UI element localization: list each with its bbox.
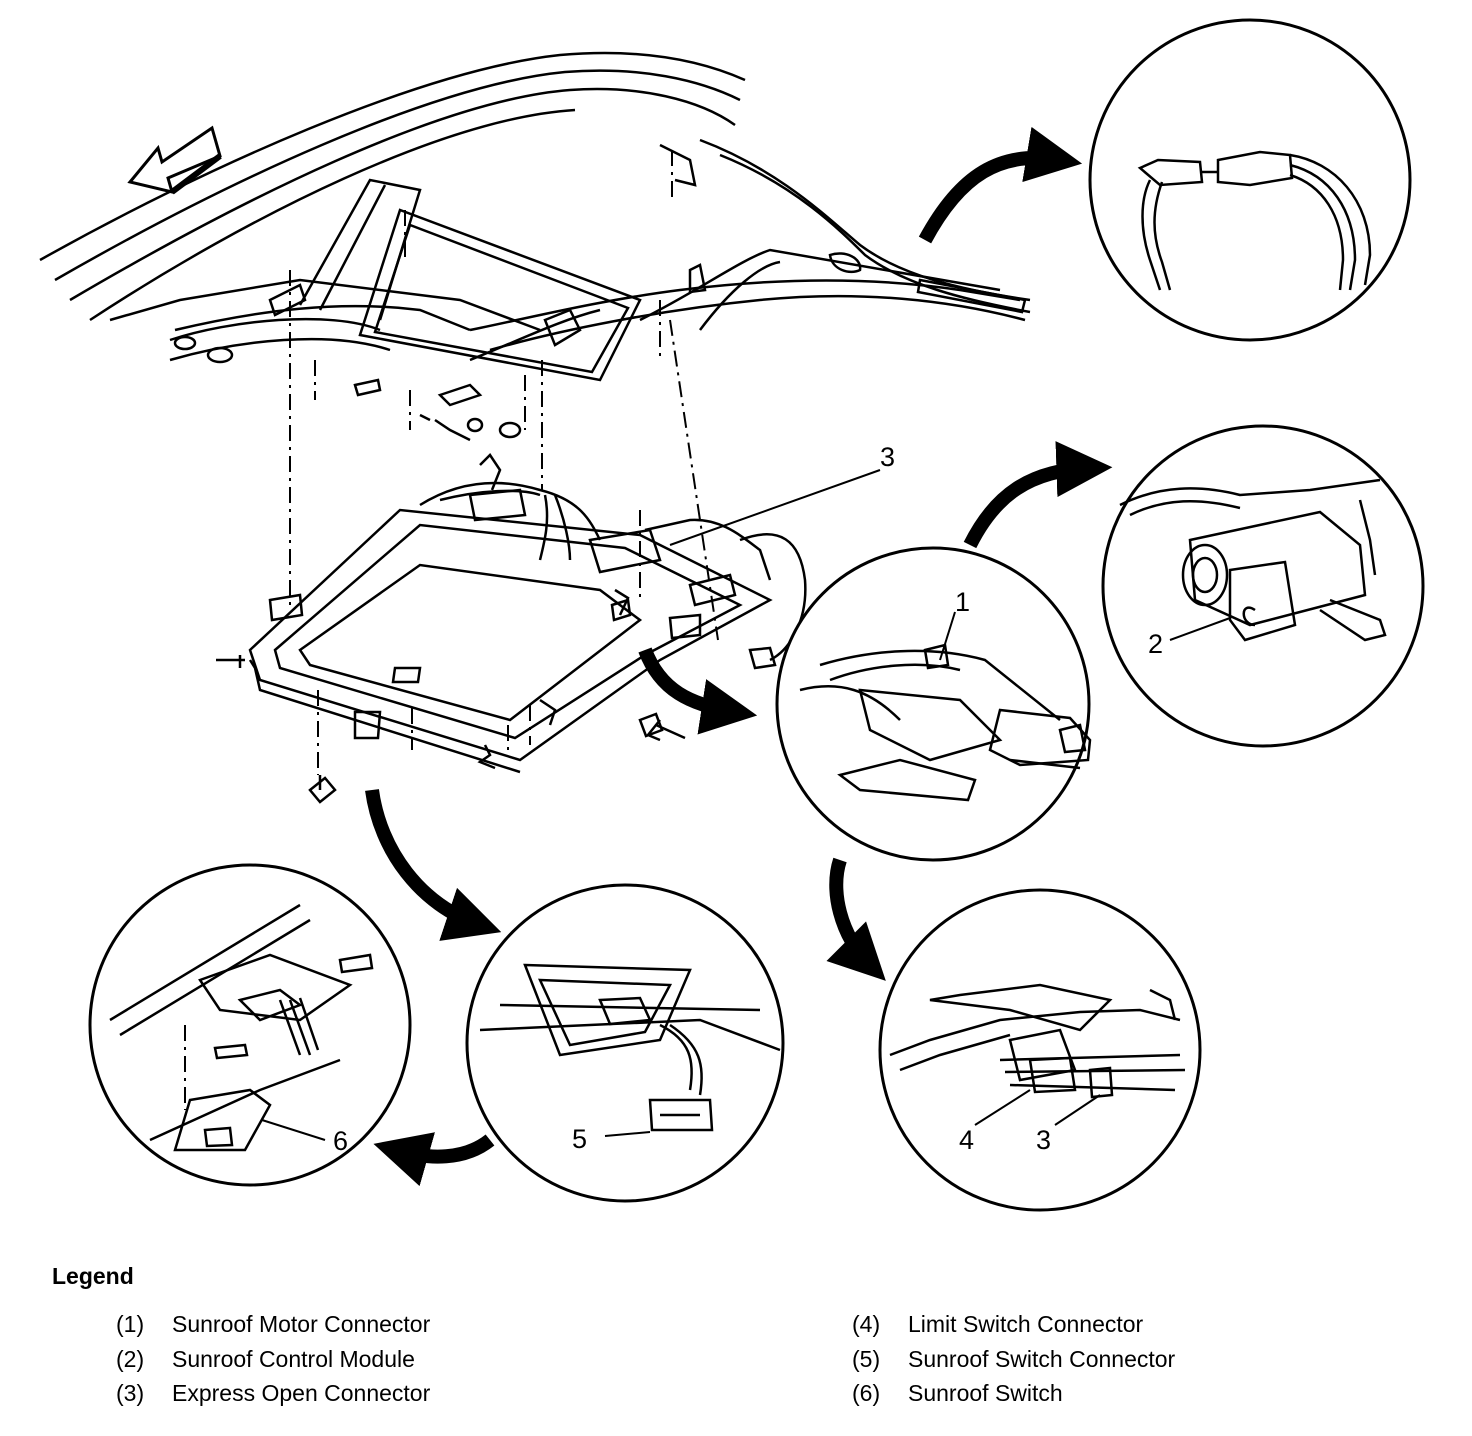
leader-lines [261,469,1231,1141]
sunroof-frame-module [216,453,807,774]
arrow-to-limit-switch-detail [826,857,886,981]
legend-item-label: Sunroof Motor Connector [172,1311,431,1337]
callout-6: 6 [333,1126,348,1156]
callout-2: 2 [1148,629,1163,659]
detail-circle-control-module [1101,424,1425,748]
legend-column-left: (1) Sunroof Motor Connector (2) Sunroof Co… [116,1311,430,1415]
legend-item-number: (3) [116,1380,145,1406]
detail-circle-sunroof-switch [88,863,412,1187]
sunroof-switch-detail [109,903,374,1152]
callout-3-main: 3 [880,442,895,472]
legend: Legend (1) Sunroof Motor Connector (2) Sun… [0,1255,1472,1436]
motor-connector-detail [799,643,1092,802]
fasteners [308,598,686,804]
control-module-detail [1119,478,1387,642]
callout-1: 1 [955,587,970,617]
callout-3-detail: 3 [1036,1125,1051,1155]
callout-4: 4 [959,1125,974,1155]
arrow-to-control-module-detail [963,441,1113,549]
limit-switch-detail [889,983,1186,1099]
detail-circle-connector-top [1088,18,1412,342]
legend-item-number: (4) [852,1311,881,1337]
detail-circle-limit-switch [878,888,1202,1212]
arrow-to-switch-connector-detail [365,788,502,941]
detail-circle-motor-connector [775,546,1091,862]
detail-circles [88,18,1425,1212]
detail-circle-switch-connector [465,883,785,1203]
arrow-to-motor-connector-detail [638,647,758,735]
curved-pointer-arrows [365,126,1113,1187]
legend-title: Legend [52,1263,134,1289]
arrow-to-sunroof-switch-detail [373,1132,495,1187]
legend-item-label: Express Open Connector [172,1380,431,1406]
legend-item-number: (6) [852,1380,881,1406]
legend-item: (5) Sunroof Switch Connector [852,1346,1175,1381]
legend-item-number: (1) [116,1311,145,1337]
callout-5: 5 [572,1124,587,1154]
legend-item-label: Sunroof Control Module [172,1345,415,1372]
legend-item: (4) Limit Switch Connector [852,1311,1175,1346]
legend-item: (3) Express Open Connector [116,1380,430,1415]
legend-item: (2) Sunroof Control Module [116,1346,430,1381]
front-direction-arrow-icon [127,125,222,195]
legend-item-number: (2) [116,1345,145,1372]
sunroof-wiring-diagram: 3 1 2 4 3 5 6 [39,18,1425,1212]
switch-connector-detail [479,963,781,1132]
arrow-to-connector-detail [918,126,1083,244]
legend-item: (6) Sunroof Switch [852,1380,1175,1415]
legend-item-label: Sunroof Switch [908,1380,1063,1406]
legend-column-right: (4) Limit Switch Connector (5) Sunroof Swi… [852,1311,1175,1415]
vehicle-roof-outline [39,51,1031,442]
legend-item-number: (5) [852,1345,881,1372]
legend-item: (1) Sunroof Motor Connector [116,1311,430,1346]
connector-pair-detail [1137,150,1372,291]
legend-item-label: Limit Switch Connector [908,1311,1144,1337]
legend-item-label: Sunroof Switch Connector [908,1345,1176,1372]
alignment-lines [289,150,719,775]
